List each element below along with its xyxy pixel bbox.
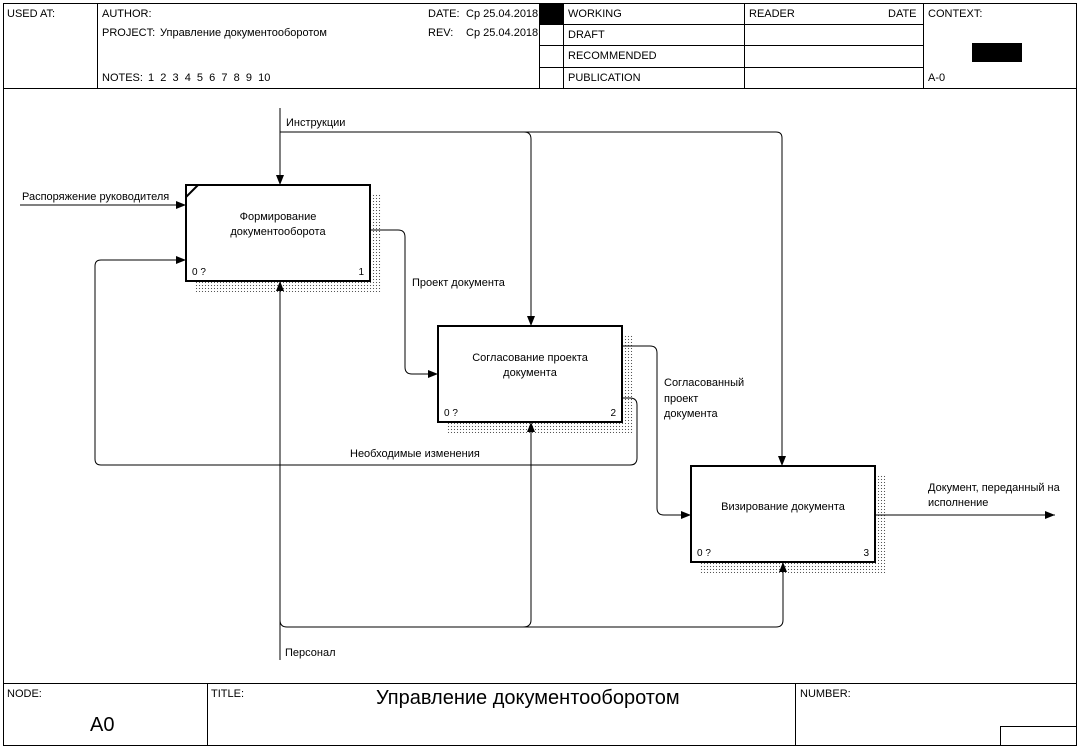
box-2-number: 2	[610, 408, 616, 419]
notes-label: NOTES:	[102, 72, 143, 84]
status-working: WORKING	[568, 8, 622, 20]
status-recommended: RECOMMENDED	[568, 50, 657, 62]
arrow-instructions-2	[523, 131, 535, 326]
box-2-title: Согласование проекта документа	[472, 352, 588, 379]
label-output-line-2: исполнение	[928, 497, 989, 509]
date-value: Ср 25.04.2018	[466, 8, 539, 20]
date-label: DATE:	[428, 8, 460, 20]
box-3-number: 3	[863, 548, 869, 559]
reader-date-label: DATE	[888, 8, 917, 20]
box-3-cost: 0 ?	[697, 548, 711, 559]
title-label: TITLE:	[211, 688, 245, 700]
used-at-label: USED AT:	[7, 8, 56, 20]
label-order: Распоряжение руководителя	[22, 191, 170, 203]
arrow-draft	[370, 229, 438, 378]
label-draft: Проект документа	[412, 277, 505, 289]
label-changes: Необходимые изменения	[350, 448, 480, 460]
rev-label: REV:	[428, 27, 454, 39]
label-output-line-1: Документ, переданный на	[928, 482, 1060, 494]
label-personnel: Персонал	[285, 647, 336, 659]
arrow-instructions-branch	[280, 131, 786, 466]
status-publication: PUBLICATION	[568, 72, 641, 84]
context-node: A-0	[928, 72, 946, 84]
activity-box-2[interactable]: Согласование проекта документа 0 ? 2	[437, 325, 623, 423]
node-label: NODE:	[7, 688, 42, 700]
box-1-corner-mark	[186, 185, 199, 198]
reader-label: READER	[749, 8, 795, 20]
rev-value: Ср 25.04.2018	[466, 27, 539, 39]
label-agreed-line-1: Согласованный	[664, 377, 745, 389]
arrow-agreed	[622, 345, 691, 519]
project-label: PROJECT:	[102, 27, 156, 39]
notes-numbers: 1 2 3 4 5 6 7 8 9 10	[148, 72, 271, 84]
project-value: Управление документооборотом	[160, 27, 327, 39]
author-label: AUTHOR:	[102, 8, 152, 20]
activity-box-1[interactable]: Формирование документооборота 0 ? 1	[185, 184, 371, 282]
context-thumbnail	[972, 43, 1022, 62]
context-label: CONTEXT:	[928, 8, 983, 20]
box-3-title: Визирование документа	[721, 501, 845, 513]
label-agreed-line-2: проект	[664, 393, 699, 405]
box-1-cost: 0 ?	[192, 267, 206, 278]
status-draft: DRAFT	[568, 29, 605, 41]
number-label: NUMBER:	[800, 688, 851, 700]
box-2-cost: 0 ?	[444, 408, 458, 419]
box-1-title: Формирование документооборота	[230, 211, 326, 238]
node-value: A0	[90, 714, 115, 736]
label-agreed-line-3: документа	[664, 408, 718, 420]
label-instructions: Инструкции	[286, 117, 346, 129]
diagram-title: Управление документооборотом	[376, 687, 680, 709]
arrow-personnel-2	[522, 422, 535, 628]
arrow-personnel-branch	[279, 562, 787, 628]
box-1-number: 1	[358, 267, 364, 278]
activity-box-3[interactable]: Визирование документа 0 ? 3	[690, 465, 876, 563]
working-marker	[540, 4, 563, 24]
arrow-changes	[94, 256, 638, 466]
